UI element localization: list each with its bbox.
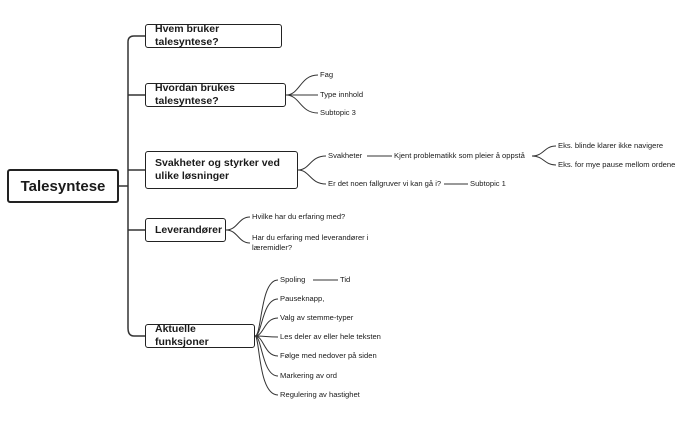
topic-fag[interactable]: Fag: [320, 70, 334, 79]
topic-eks-pause[interactable]: Eks. for mye pause mellom ordene: [558, 160, 676, 169]
topic-erfaring-leverandorer[interactable]: Har du erfaring med leverandører i lærem…: [252, 233, 369, 252]
topic-hvilke-erfaring[interactable]: Hvilke har du erfaring med?: [252, 212, 346, 221]
topic-pauseknapp[interactable]: Pauseknapp,: [280, 294, 325, 303]
branch-svakheter-styrker[interactable]: Svakheter og styrker ved ulike løsninger: [145, 151, 298, 189]
topic-folge-med[interactable]: Følge med nedover på siden: [280, 351, 377, 360]
connector-kjent-eks2: [531, 155, 557, 166]
connector-b1-sub3: [285, 94, 319, 114]
branch-leverandorer[interactable]: Leverandører: [145, 218, 226, 242]
connector-b1-fag: [285, 74, 319, 96]
connector-b2-fallgruver: [297, 169, 327, 185]
topic-regulering[interactable]: Regulering av hastighet: [280, 390, 360, 399]
branch-hvordan-brukes[interactable]: Hvordan brukes talesyntese?: [145, 82, 286, 107]
connector-trunk: [127, 35, 135, 337]
topic-fallgruver[interactable]: Er det noen fallgruver vi kan gå i?: [328, 179, 442, 188]
connector-kjent-eks1: [531, 145, 557, 157]
connector-b4-valg: [254, 317, 279, 337]
branch-aktuelle-funksjoner[interactable]: Aktuelle funksjoner: [145, 323, 255, 348]
topic-spoling[interactable]: Spoling: [280, 275, 306, 284]
connector-b3-har: [225, 229, 251, 244]
topic-svakheter[interactable]: Svakheter: [328, 151, 363, 160]
topic-valg-stemme[interactable]: Valg av stemme-typer: [280, 313, 354, 322]
topic-les-deler[interactable]: Les deler av eller hele teksten: [280, 332, 381, 341]
connector-b4-pause: [254, 298, 279, 337]
topic-eks-blinde[interactable]: Eks. blinde klarer ikke navigere: [558, 141, 664, 150]
topic-tid[interactable]: Tid: [340, 275, 351, 284]
topic-kjent-problematikk[interactable]: Kjent problematikk som pleier å oppstå: [394, 151, 525, 160]
connector-b3-hvilke: [225, 216, 251, 231]
root-node[interactable]: Talesyntese: [7, 169, 119, 203]
topic-type-innhold[interactable]: Type innhold: [320, 90, 364, 99]
connector-b4-markering: [254, 335, 279, 377]
connector-b4-regulering: [254, 335, 279, 396]
connector-b2-svakheter: [297, 155, 327, 171]
topic-markering[interactable]: Markering av ord: [280, 371, 337, 380]
topic-subtopic-3[interactable]: Subtopic 3: [320, 108, 356, 117]
topic-subtopic-1[interactable]: Subtopic 1: [470, 179, 506, 188]
branch-hvem-bruker[interactable]: Hvem bruker talesyntese?: [145, 23, 282, 48]
